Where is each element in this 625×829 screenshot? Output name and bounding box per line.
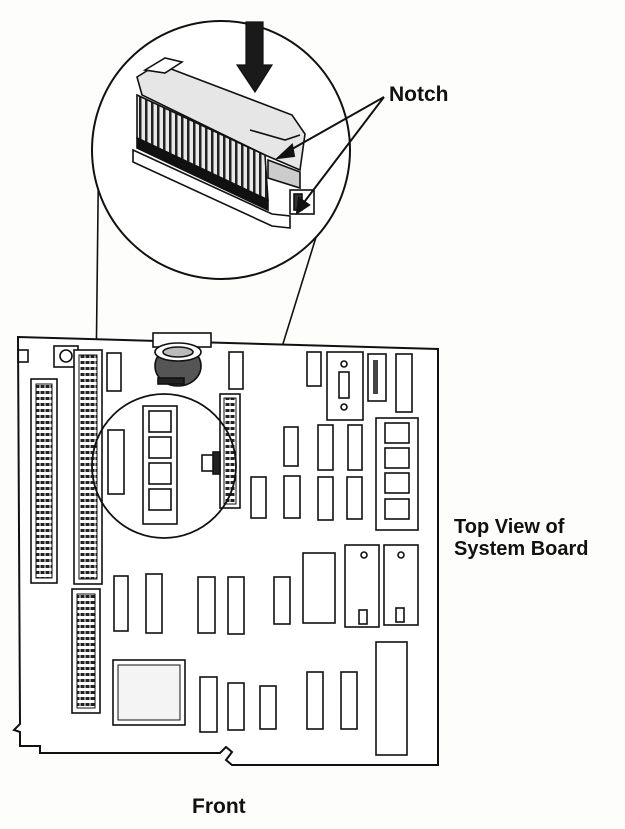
board-cable-connector: [219, 393, 241, 509]
chip: [107, 429, 125, 495]
chip: [250, 476, 267, 519]
chip: [197, 576, 216, 634]
small-jumper: [201, 451, 221, 475]
expansion-slot-2: [73, 349, 103, 585]
top-view-label: Top View of System Board: [454, 516, 589, 560]
chip: [317, 424, 334, 471]
chip: [259, 685, 277, 730]
chip: [283, 475, 301, 519]
chip: [227, 682, 245, 731]
chip: [302, 552, 336, 624]
regulator-block: [326, 351, 364, 421]
notch-label: Notch: [389, 83, 449, 106]
chip: [347, 424, 363, 471]
insert-arrow-icon: [235, 21, 274, 94]
zoomed-cable-connector: [132, 57, 315, 229]
expansion-slot-1: [30, 378, 58, 584]
speaker-component: [152, 332, 212, 387]
chip: [395, 353, 413, 413]
tall-chip: [375, 641, 408, 756]
chip: [283, 426, 299, 467]
dip-switch-block: [375, 417, 419, 531]
chip: [106, 352, 122, 392]
top-view-label-line2: System Board: [454, 538, 589, 560]
expansion-slot-3: [71, 588, 101, 714]
chip: [199, 676, 218, 733]
chip: [227, 576, 245, 635]
corner-block: [17, 349, 29, 363]
board-magnifier-circle: [91, 393, 237, 539]
chip: [317, 476, 334, 521]
chip: [228, 351, 244, 390]
chip: [306, 351, 322, 387]
socket-block-1: [344, 544, 380, 628]
chip: [145, 573, 163, 634]
chip: [273, 576, 291, 625]
top-view-label-line1: Top View of: [454, 516, 565, 538]
memory-module: [142, 405, 178, 525]
chip: [113, 575, 129, 632]
front-label: Front: [192, 795, 246, 818]
chip: [346, 476, 363, 520]
socket-block-2: [383, 544, 419, 626]
notch-arrows: [275, 96, 385, 216]
chip: [340, 671, 358, 730]
chip: [306, 671, 324, 730]
